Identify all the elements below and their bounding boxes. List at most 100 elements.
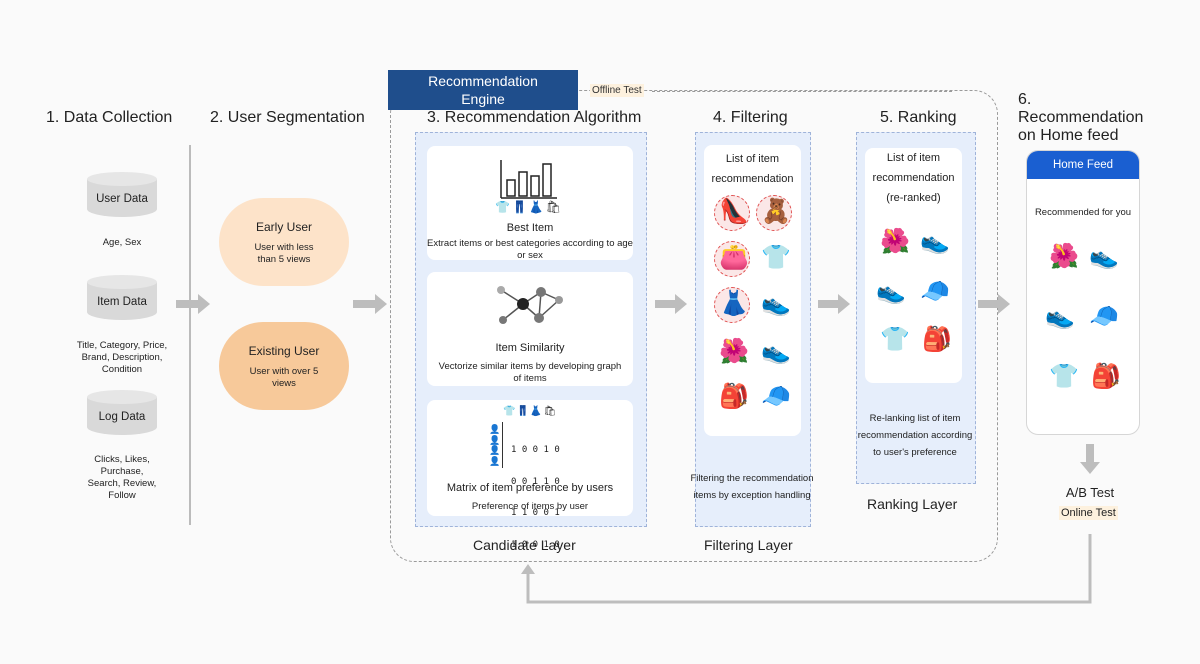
matrix-title: Matrix of item preference by users bbox=[446, 482, 614, 494]
excluded-item-marker bbox=[714, 287, 750, 323]
matrix-desc: Preference of items by user bbox=[471, 501, 589, 512]
ranking-desc-line: recommendation according bbox=[857, 430, 973, 441]
filtering-layer-label: Filtering Layer bbox=[704, 537, 793, 553]
item-similarity-desc: Vectorize similar items by developing gr… bbox=[427, 361, 633, 385]
engine-title-box: Recommendation Engine bbox=[388, 70, 578, 110]
ranking-list-title-line: List of item bbox=[886, 152, 941, 164]
home-feed-subtitle: Recommended for you bbox=[1034, 207, 1132, 218]
best-item-desc-line: or sex bbox=[517, 250, 543, 261]
item-data-desc: Title, Category, Price, Brand, Descripti… bbox=[62, 340, 182, 376]
hawaiian-shirt-icon: 🌺 bbox=[719, 338, 749, 365]
early-user-desc-line: User with less bbox=[254, 242, 314, 253]
step-user-segmentation: 2. User Segmentation bbox=[210, 109, 365, 126]
matrix-values: 1 0 0 1 0 0 0 1 1 0 1 1 0 0 1 1 0 0 1 0 bbox=[511, 424, 560, 571]
ranking-list-title: List of item recommendation (re-ranked) bbox=[865, 148, 962, 208]
item-similarity-desc-line: Vectorize similar items by developing gr… bbox=[438, 361, 622, 372]
matrix-row: 1 1 0 0 1 bbox=[511, 508, 560, 518]
existing-user-desc-line: User with over 5 bbox=[249, 366, 319, 377]
matrix-row: 1 0 0 1 0 bbox=[511, 445, 560, 455]
arrow-right-icon bbox=[176, 294, 210, 314]
step-recommendation-algorithm: 3. Recommendation Algorithm bbox=[427, 109, 642, 126]
item-data-desc-line: Condition bbox=[101, 364, 143, 375]
best-item-desc-line: Extract items or best categories accordi… bbox=[427, 238, 633, 249]
dress-icon: 👗 bbox=[719, 290, 749, 317]
log-data-cylinder: Log Data bbox=[87, 390, 157, 442]
matrix-divider bbox=[502, 422, 503, 468]
user-icon: 👤 bbox=[489, 455, 501, 466]
sneaker-icon[interactable]: 👟 bbox=[1045, 303, 1075, 330]
item-data-cylinder: Item Data bbox=[87, 275, 157, 327]
best-item-card: 👕👖👗🛍 Best Item Extract items or best cat… bbox=[427, 146, 633, 261]
polo-shirt-icon: 👕 bbox=[880, 326, 910, 353]
item-data-desc-line: Title, Category, Price, bbox=[76, 340, 168, 351]
handbag-icon: 👛 bbox=[719, 244, 749, 271]
feedback-loop-arrow bbox=[521, 534, 1092, 604]
ab-test-title: A/B Test bbox=[1065, 485, 1115, 500]
step-data-collection: 1. Data Collection bbox=[46, 109, 173, 126]
home-feed-phone: Home Feed Recommended for you 🌺 👟 👟 🧢 👕 … bbox=[1026, 150, 1140, 435]
arrow-right-icon bbox=[655, 294, 687, 314]
offline-dashed-line bbox=[652, 91, 952, 92]
sneaker-icon: 👟 bbox=[876, 278, 906, 305]
sneaker-icon[interactable]: 👟 bbox=[1089, 243, 1119, 270]
log-data-desc-line: Search, Review, bbox=[87, 478, 157, 489]
filtering-desc-line: items by exception handling bbox=[693, 490, 811, 501]
arrow-down-icon bbox=[1080, 444, 1100, 474]
backpack-icon: 🎒 bbox=[719, 383, 749, 410]
cap-icon: 🧢 bbox=[920, 278, 950, 305]
cap-icon: 🧢 bbox=[761, 383, 791, 410]
matrix-card: 👕👖👗🛍 👤 👤 👤 👤 1 0 0 1 0 0 0 1 1 0 1 1 0 0… bbox=[427, 400, 633, 550]
existing-user-title: Existing User bbox=[248, 344, 320, 358]
hawaiian-shirt-icon[interactable]: 🌺 bbox=[1049, 243, 1079, 270]
engine-title: Recommendation Engine bbox=[428, 73, 538, 107]
online-test-label: Online Test bbox=[1059, 506, 1118, 520]
offline-test-label: Offline Test bbox=[590, 84, 644, 97]
filtering-list-card: List of item recommendation 👠 🧸 👛 👕 👗 👟 … bbox=[704, 145, 801, 436]
log-data-desc-line: Clicks, Likes, bbox=[94, 454, 150, 465]
bar-chart-icon bbox=[500, 160, 557, 199]
engine-border bbox=[390, 90, 998, 562]
ranking-list-title-line: (re-ranked) bbox=[886, 192, 941, 204]
excluded-item-marker bbox=[756, 195, 792, 231]
step-ranking: 5. Ranking bbox=[880, 109, 957, 126]
item-data-label: Item Data bbox=[97, 296, 147, 308]
arrow-right-icon bbox=[353, 294, 387, 314]
arrow-right-icon bbox=[978, 294, 1010, 314]
user-icon: 👤 bbox=[489, 445, 501, 455]
item-similarity-desc-line: of items bbox=[513, 373, 547, 384]
section-divider bbox=[189, 145, 191, 525]
baby-onesie-icon: 🧸 bbox=[761, 198, 791, 225]
user-icons: 👤 👤 👤 👤 bbox=[489, 424, 500, 466]
arrow-right-icon bbox=[818, 294, 850, 314]
matrix-row: 1 0 0 1 0 bbox=[511, 539, 560, 550]
user-data-desc: Age, Sex bbox=[102, 237, 142, 248]
item-similarity-title: Item Similarity bbox=[495, 342, 565, 354]
clothing-icons: 👕👖👗🛍 bbox=[495, 200, 564, 214]
filtering-desc: Filtering the recommendation items by ex… bbox=[680, 470, 824, 504]
filtering-list-title-line: recommendation bbox=[711, 173, 794, 185]
matrix-row: 0 0 1 1 0 bbox=[511, 476, 560, 487]
filtering-desc-line: Filtering the recommendation bbox=[690, 473, 814, 484]
ranking-desc: Re-lanking list of item recommendation a… bbox=[846, 410, 984, 461]
candidate-layer-label: Candidate Layer bbox=[473, 537, 576, 553]
step-home-feed-line2: Recommendation bbox=[1018, 109, 1144, 126]
backpack-icon[interactable]: 🎒 bbox=[1091, 363, 1121, 390]
item-data-desc-line: Brand, Description, bbox=[81, 352, 163, 363]
ranking-list-card: List of item recommendation (re-ranked) … bbox=[865, 148, 962, 383]
early-user-desc: User with less than 5 views bbox=[219, 242, 349, 266]
polo-shirt-icon[interactable]: 👕 bbox=[1049, 363, 1079, 390]
user-data-label: User Data bbox=[96, 193, 148, 205]
home-feed-header[interactable]: Home Feed bbox=[1027, 151, 1139, 179]
log-data-desc-line: Follow bbox=[108, 490, 136, 501]
user-data-cylinder: User Data bbox=[87, 172, 157, 224]
step-home-feed: 6. Recommendation on Home feed bbox=[1018, 91, 1143, 145]
ranking-desc-line: Re-lanking list of item bbox=[869, 413, 961, 424]
early-user-desc-line: than 5 views bbox=[257, 254, 311, 265]
cap-icon[interactable]: 🧢 bbox=[1089, 303, 1119, 330]
excluded-item-marker bbox=[714, 195, 750, 231]
clothing-icons: 👕👖👗🛍 bbox=[503, 406, 558, 417]
filtering-list-title-line: List of item bbox=[725, 153, 780, 165]
log-data-label: Log Data bbox=[98, 411, 146, 423]
excluded-item-marker bbox=[714, 241, 750, 277]
